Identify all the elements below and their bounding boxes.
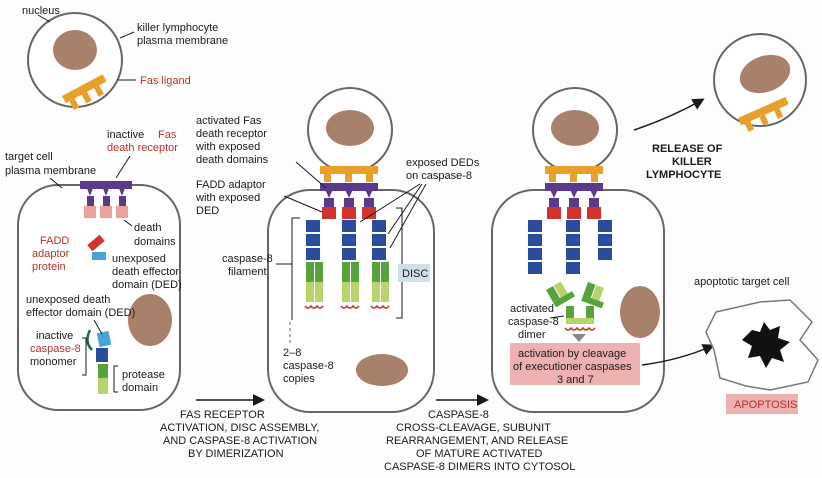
fadd-label-2: adaptor	[32, 248, 70, 260]
fas-receptor-active-2	[320, 183, 378, 219]
nucleus-label: nucleus	[22, 5, 60, 17]
step1-label-1: FAS RECEPTOR	[180, 409, 265, 421]
disc-box	[398, 264, 430, 282]
arrow-release	[633, 98, 705, 131]
ded-stacks-3	[528, 220, 612, 274]
unexposed-death-label-2: effector domain (DED)	[26, 307, 135, 319]
step1-label-4: BY DIMERIZATION	[188, 448, 284, 460]
step2-label-5: CASPASE-8 DIMERS INTO CYTOSOL	[384, 461, 575, 473]
inactive-casp-label-3: monomer	[30, 356, 77, 368]
exposed-deds-label-1: exposed DEDs	[406, 157, 480, 169]
death-domains-label-1: death	[134, 222, 162, 234]
killer-membrane-label-2: plasma membrane	[137, 35, 228, 47]
activated-fas-label-3: with exposed	[195, 141, 260, 153]
arrow-to-apoptosis	[641, 344, 715, 366]
caspase-8-filaments	[289, 207, 403, 345]
fas-ligand-1	[62, 74, 107, 111]
unexposed-ded-label-2: death effector	[112, 266, 179, 278]
activated-fas-label-4: death domains	[196, 154, 269, 166]
filament-c	[370, 220, 390, 309]
apoptosis-box	[726, 394, 798, 414]
cleavage-box	[510, 343, 640, 385]
protease-label-2: domain	[122, 382, 158, 394]
step1-label-2: ACTIVATION, DISC ASSEMBLY,	[160, 422, 319, 434]
fadd-exposed-label-2: with exposed	[195, 192, 260, 204]
inactive-fas-label-2: death receptor	[107, 142, 178, 154]
target-nucleus-2	[356, 354, 408, 386]
filament-b	[340, 220, 360, 309]
fas-ligand-2	[320, 166, 378, 182]
killer-lymphocyte-released	[713, 33, 807, 132]
fadd-label-3: protein	[32, 261, 66, 273]
unexposed-death-label-1: unexposed death	[26, 294, 110, 306]
step2-label-1: CASPASE-8	[428, 409, 489, 421]
inactive-casp-label-1: inactive	[36, 330, 73, 342]
caspase-8-monomer	[86, 329, 112, 394]
activated-dimer-label-3: dimer	[518, 329, 546, 341]
fadd-adaptor	[87, 234, 106, 260]
copies-label-1: 2–8	[283, 347, 301, 359]
step1-label-3: AND CASPASE-8 ACTIVATION	[163, 435, 317, 447]
step2-label-3: REARRANGEMENT, AND RELEASE	[386, 435, 568, 447]
cleavage-label-1: activation by cleavage	[518, 348, 626, 360]
killer-membrane-label-1: killer lymphocyte	[137, 22, 218, 34]
target-membrane-label-2: plasma membrane	[5, 165, 96, 177]
fadd-label-1: FADD	[40, 235, 69, 247]
target-membrane-label-1: target cell	[5, 151, 53, 163]
killer-lymphocyte-3	[532, 87, 618, 173]
apoptotic-cell-label: apoptotic target cell	[694, 276, 789, 288]
unexposed-ded-label-3: domain (DED)	[112, 279, 182, 291]
copies-label-2: caspase-8	[283, 360, 334, 372]
cleavage-label-2: of executioner caspases	[513, 361, 632, 373]
fas-receptor-active-3	[545, 183, 603, 219]
target-nucleus-1	[128, 294, 172, 346]
activated-fas-label-2: death receptor	[196, 128, 267, 140]
copies-label-3: copies	[283, 373, 315, 385]
fas-ligand-label: Fas ligand	[140, 75, 191, 87]
filament-label-1: caspase-8	[222, 253, 273, 265]
release-label-2: KILLER	[672, 156, 712, 168]
death-domains-label-2: domains	[134, 236, 176, 248]
killer-lymphocyte-2	[307, 87, 393, 173]
cleavage-label-3: 3 and 7	[557, 374, 594, 386]
protease-label-1: protease	[122, 369, 165, 381]
fadd-exposed-label-1: FADD adaptor	[196, 179, 266, 191]
fragmented-nucleus	[742, 322, 790, 368]
fadd-exposed-label-3: DED	[196, 205, 219, 217]
activated-dimer-label-2: caspase-8	[508, 316, 559, 328]
activated-fas-label-1: activated Fas	[196, 115, 262, 127]
down-arrow-3	[572, 334, 586, 342]
fas-ligand-3	[545, 166, 603, 182]
filament-a	[304, 220, 324, 309]
fas-receptor-inactive	[80, 181, 132, 218]
caspase-8-dimers	[546, 281, 604, 331]
exposed-deds-label-2: on caspase-8	[406, 170, 472, 182]
release-label-1: RELEASE OF	[652, 143, 723, 155]
release-label-3: LYMPHOCYTE	[646, 169, 721, 181]
unexposed-ded-label-1: unexposed	[112, 253, 166, 265]
filament-label-2: filament	[228, 266, 267, 278]
activated-dimer-label-1: activated	[510, 303, 554, 315]
inactive-casp-label-2: caspase-8	[30, 343, 81, 355]
nucleus	[53, 30, 97, 70]
apoptosis-label: APOPTOSIS	[734, 399, 797, 411]
target-nucleus-3	[620, 286, 660, 338]
inactive-fas-label-1: inactive	[107, 129, 144, 141]
step2-label-4: OF MATURE ACTIVATED	[416, 448, 543, 460]
step2-label-2: CROSS-CLEAVAGE, SUBUNIT	[396, 422, 551, 434]
inactive-fas-label-1b: Fas	[158, 129, 177, 141]
disc-label: DISC	[402, 268, 428, 280]
